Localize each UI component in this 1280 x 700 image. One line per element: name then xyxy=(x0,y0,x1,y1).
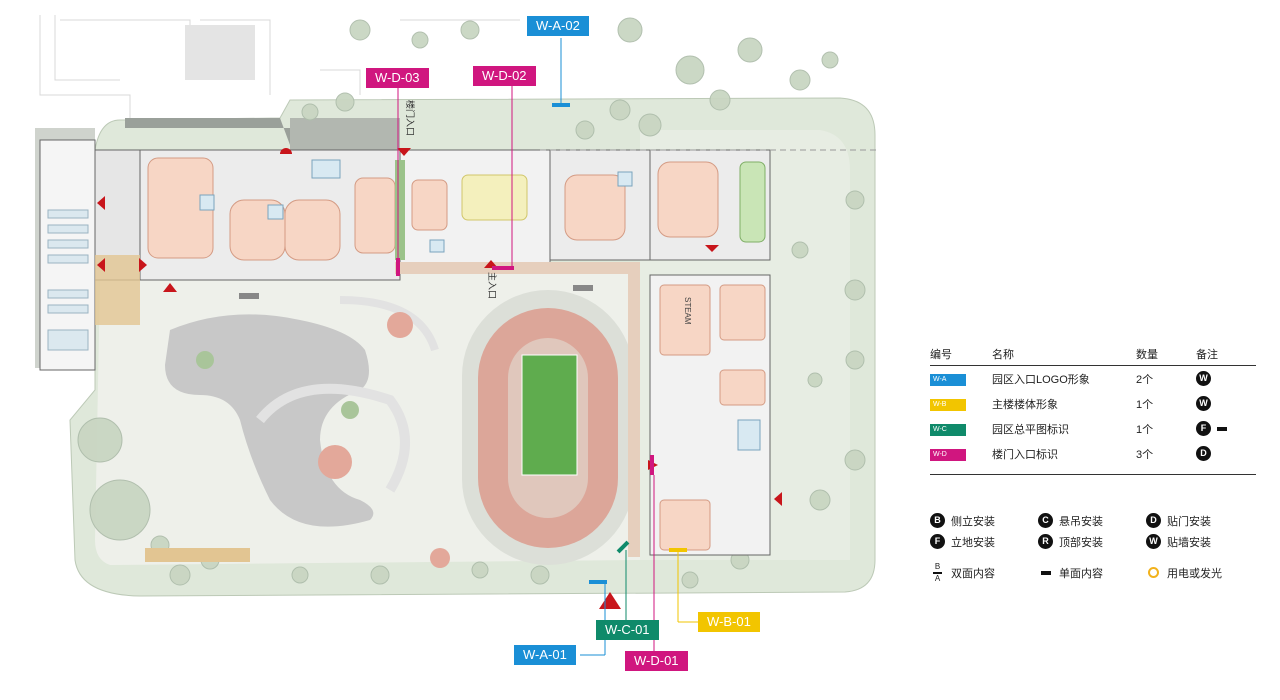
legend-name: 园区总平图标识 xyxy=(992,423,1069,436)
callout-w-c-01: W-C-01 xyxy=(596,620,659,640)
walkway-east xyxy=(628,262,640,557)
hedge xyxy=(395,160,405,260)
legend-name: 园区入口LOGO形象 xyxy=(992,373,1090,386)
legend-divider xyxy=(930,474,1256,475)
legend-qty: 1个 xyxy=(1136,423,1154,436)
legend-name: 主楼楼体形象 xyxy=(992,398,1058,411)
marker-w-a-02 xyxy=(552,103,570,107)
mount-d-icon: D xyxy=(1196,446,1211,461)
legend-chip: W-D xyxy=(930,448,966,461)
callout-w-d-02: W-D-02 xyxy=(473,66,536,86)
label-building-entrance: 楼门入口 xyxy=(405,100,416,136)
mount-d-icon: D xyxy=(1146,513,1161,528)
mount-b-label: 侧立安装 xyxy=(951,515,995,528)
legend-header: 编号 名称 数量 备注 xyxy=(930,343,1256,366)
mount-f-icon: F xyxy=(930,534,945,549)
marker-w-a-01 xyxy=(589,580,607,584)
green-room xyxy=(739,161,766,243)
bench-arc xyxy=(256,383,410,493)
double-sided-side-b: B xyxy=(934,561,941,571)
legend-header-qty: 数量 xyxy=(1136,349,1158,361)
legend-row: W-D 楼门入口标识 3个 D xyxy=(930,441,1256,466)
playground-tree xyxy=(341,401,359,419)
marker-w-d-03 xyxy=(396,258,400,276)
legend-header-name: 名称 xyxy=(992,349,1014,361)
playground-lawn xyxy=(165,314,374,527)
legend-chip: W-C xyxy=(930,423,966,436)
legend-row: W-A 园区入口LOGO形象 2个 W xyxy=(930,366,1256,391)
label-main-entrance: 主入口 xyxy=(487,272,498,299)
legend-header-note: 备注 xyxy=(1196,349,1218,361)
mount-b-icon: B xyxy=(930,513,945,528)
label-steam: STEAM xyxy=(683,297,692,325)
bench xyxy=(239,293,259,299)
callout-w-b-01: W-B-01 xyxy=(698,612,760,632)
single-sided-icon xyxy=(1040,570,1051,575)
mount-f-icon: F xyxy=(1196,421,1211,436)
marker-w-d-02 xyxy=(492,266,514,270)
mount-d-label: 贴门安装 xyxy=(1167,515,1211,528)
marker-w-d-01 xyxy=(650,455,654,475)
playground-tree xyxy=(196,351,214,369)
powered-icon xyxy=(1148,567,1159,578)
sand-strip xyxy=(145,548,250,562)
legend-qty: 2个 xyxy=(1136,373,1154,386)
single-sided-label: 单面内容 xyxy=(1059,567,1103,580)
callout-w-a-02: W-A-02 xyxy=(527,16,589,36)
mount-w-icon: W xyxy=(1196,396,1211,411)
yellow-room xyxy=(461,174,528,221)
legend-header-code: 编号 xyxy=(930,349,952,361)
classrooms xyxy=(147,157,766,551)
powered-label: 用电或发光 xyxy=(1167,567,1222,580)
double-sided-side-a: A xyxy=(934,573,941,583)
mount-f-label: 立地安装 xyxy=(951,536,995,549)
double-sided-label: 双面内容 xyxy=(951,567,995,580)
west-desks xyxy=(47,209,89,351)
site-plan: 楼门入口 主入口 STEAM xyxy=(35,15,878,656)
marker-w-c-01 xyxy=(616,540,630,554)
legend-qty: 3个 xyxy=(1136,448,1154,461)
mount-w-label: 贴墙安装 xyxy=(1167,536,1211,549)
toilets xyxy=(199,159,761,451)
legend-chip: W-B xyxy=(930,398,966,411)
round-pad-south xyxy=(430,548,450,568)
bench-arc-north xyxy=(339,296,439,352)
single-sided-icon xyxy=(1217,426,1227,431)
mount-c-label: 悬吊安装 xyxy=(1059,515,1103,528)
football-field xyxy=(521,354,578,476)
context-building xyxy=(185,25,255,80)
mount-r-icon: R xyxy=(1038,534,1053,549)
sign-legend: 编号 名称 数量 备注 W-A 园区入口LOGO形象 2个 W W-B 主楼楼体… xyxy=(930,343,1256,475)
callout-w-d-03: W-D-03 xyxy=(366,68,429,88)
marker-w-b-01 xyxy=(669,548,687,552)
sandpit xyxy=(318,445,352,479)
legend-row: W-C 园区总平图标识 1个 F xyxy=(930,416,1256,441)
callout-w-a-01: W-A-01 xyxy=(514,645,576,665)
bench xyxy=(573,285,593,291)
legend-qty: 1个 xyxy=(1136,398,1154,411)
mount-c-icon: C xyxy=(1038,513,1053,528)
legend-chip: W-A xyxy=(930,373,966,386)
mount-w-icon: W xyxy=(1196,371,1211,386)
round-pad xyxy=(387,312,413,338)
callout-w-d-01: W-D-01 xyxy=(625,651,688,671)
walkway-north xyxy=(395,262,640,274)
legend-name: 楼门入口标识 xyxy=(992,448,1058,461)
mount-r-label: 顶部安装 xyxy=(1059,536,1103,549)
north-terrace xyxy=(290,118,400,154)
mount-w-icon: W xyxy=(1146,534,1161,549)
legend-row: W-B 主楼楼体形象 1个 W xyxy=(930,391,1256,416)
